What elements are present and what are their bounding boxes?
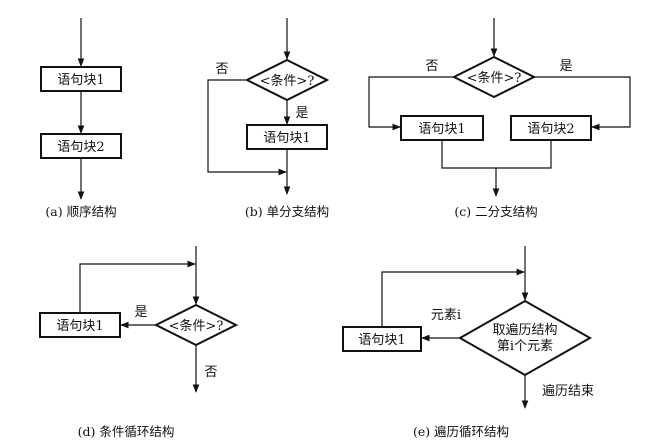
traverse-condition-diamond [457, 299, 593, 377]
loop-block-1 [39, 312, 121, 338]
traverse-block-1-text: 语句块1 [358, 333, 405, 348]
panel-single-branch: <条件>? 否 是 语句块1 (b) 单分支结构 [207, 18, 330, 219]
loop-block-1-text: 语句块1 [56, 319, 103, 334]
seq-block-2-text: 语句块2 [57, 140, 104, 155]
panel-conditional-loop: <条件>? 是 语句块1 否 (d) 条件循环结构 [39, 246, 239, 439]
seq-block-1-text: 语句块1 [57, 73, 104, 88]
panel-two-branch: <条件>? 否 是 语句块1 语句块2 (c) 二分支结构 [368, 18, 631, 219]
traverse-element-label: 元素i [431, 308, 461, 323]
caption-two-branch: (c) 二分支结构 [454, 204, 537, 219]
traverse-block-1 [342, 326, 422, 352]
traverse-condition-line-2: 第i个元素 [497, 339, 553, 354]
single-block-1-text: 语句块1 [263, 131, 310, 146]
loop-condition-text: <条件>? [169, 318, 224, 334]
single-no-label: 否 [215, 62, 228, 77]
single-condition-text: <条件>? [260, 73, 315, 89]
loop-yes-label: 是 [134, 305, 147, 320]
caption-sequential: (a) 顺序结构 [45, 204, 116, 219]
single-yes-label: 是 [295, 106, 308, 121]
caption-single-branch: (b) 单分支结构 [245, 204, 329, 219]
panel-sequential: 语句块1 语句块2 (a) 顺序结构 [40, 18, 122, 219]
traverse-end-label: 遍历结束 [542, 383, 594, 399]
two-no-label: 否 [425, 59, 438, 74]
panel-traversal-loop: 取遍历结构 第i个元素 元素i 语句块1 遍历结束 (e) 遍历循环结构 [342, 246, 594, 439]
two-block-2-text: 语句块2 [527, 122, 574, 137]
caption-conditional-loop: (d) 条件循环结构 [78, 424, 175, 439]
two-block-1-text: 语句块1 [418, 122, 465, 137]
caption-traversal-loop: (e) 遍历循环结构 [413, 424, 509, 439]
seq-block-2 [40, 133, 122, 159]
two-block-2 [510, 115, 592, 141]
traverse-condition-line-1: 取遍历结构 [492, 322, 557, 338]
two-condition-diamond [451, 55, 537, 99]
two-yes-label: 是 [559, 59, 572, 74]
two-condition-text: <条件>? [467, 70, 522, 86]
loop-no-label: 否 [204, 365, 217, 380]
